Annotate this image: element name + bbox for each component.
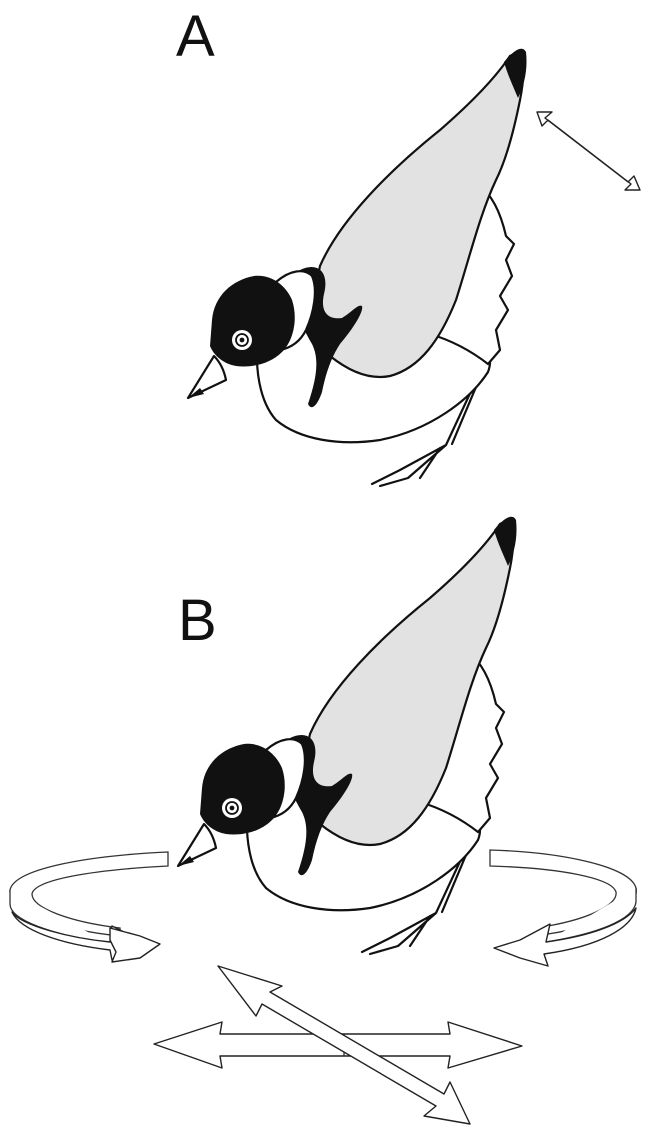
bird-panel-b	[178, 517, 517, 954]
rotation-arrow-right	[490, 850, 636, 966]
bird-panel-a	[188, 49, 527, 486]
tail-wag-arrow	[537, 112, 640, 190]
rotation-arrow-left	[10, 852, 168, 962]
